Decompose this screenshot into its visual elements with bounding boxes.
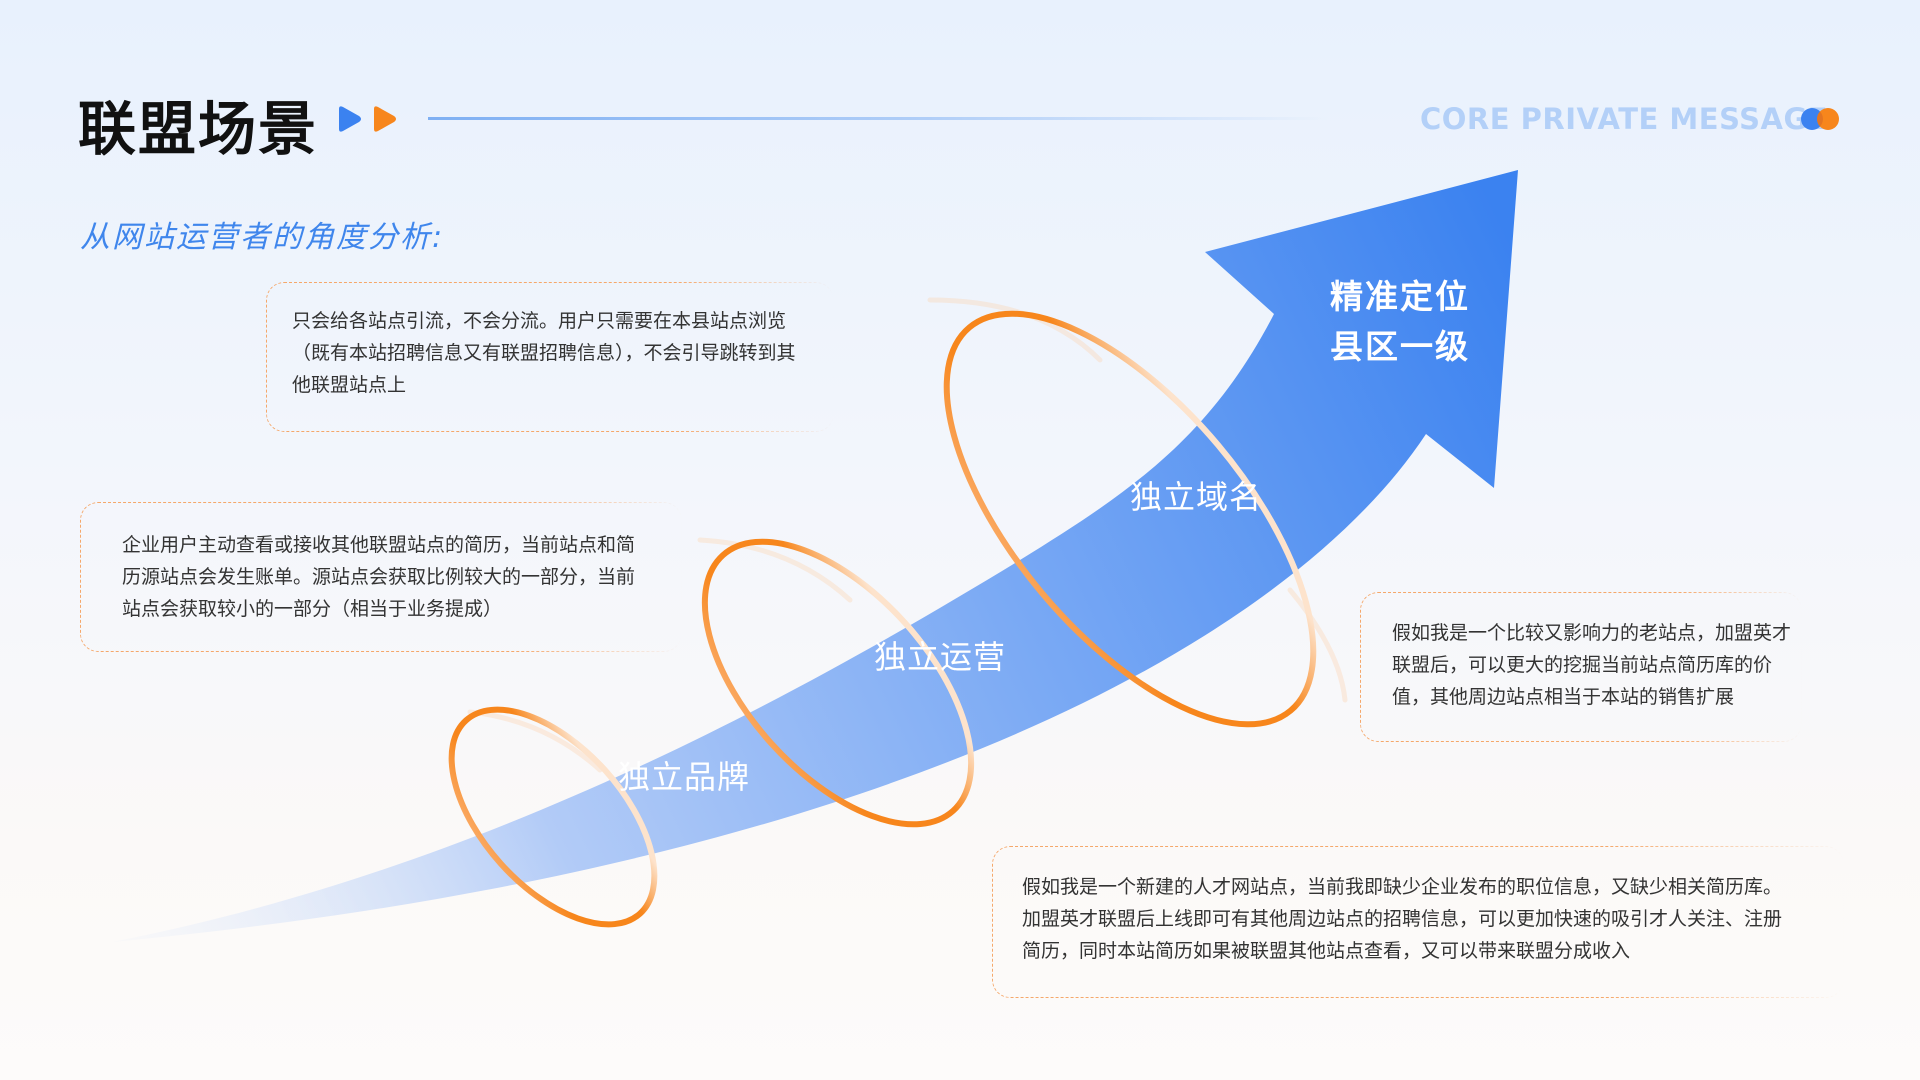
ring-brand bbox=[448, 706, 658, 928]
note-box-traffic bbox=[266, 282, 834, 432]
note-new-site-line-3: 简历，同时本站简历如果被联盟其他站点查看，又可以带来联盟分成收入 bbox=[1022, 940, 1631, 962]
note-old-site-line-3: 值，其他周边站点相当于本站的销售扩展 bbox=[1392, 686, 1735, 708]
stage-label-domain: 独立域名 bbox=[1130, 478, 1263, 516]
note-billing-line-1: 企业用户主动查看或接收其他联盟站点的简历，当前站点和简 bbox=[122, 534, 636, 556]
note-old-site-line-2: 联盟后，可以更大的挖掘当前站点简历库的价 bbox=[1392, 654, 1773, 676]
note-traffic-line-3: 他联盟站点上 bbox=[292, 374, 407, 396]
note-old-site-line-1: 假如我是一个比较又影响力的老站点，加盟英才 bbox=[1392, 622, 1792, 644]
stage-label-operation: 独立运营 bbox=[874, 638, 1007, 676]
note-box-new-site bbox=[992, 846, 1844, 998]
title-arrows-decoration bbox=[339, 106, 396, 132]
note-traffic-line-1: 只会给各站点引流，不会分流。用户只需要在本县站点浏览 bbox=[292, 310, 787, 332]
ring-operation bbox=[701, 538, 975, 828]
overlapping-circles-icon bbox=[1801, 108, 1839, 130]
note-new-site-line-1: 假如我是一个新建的人才网站点，当前我即缺少企业发布的职位信息，又缺少相关简历库。 bbox=[1022, 876, 1783, 898]
stage-label-brand: 独立品牌 bbox=[618, 758, 751, 796]
note-billing-line-2: 历源站点会发生账单。源站点会获取比例较大的一部分，当前 bbox=[122, 566, 636, 588]
orange-rings bbox=[448, 310, 1317, 928]
play-arrow-orange-icon bbox=[374, 106, 396, 132]
note-box-old-site bbox=[1360, 592, 1802, 742]
note-billing-line-3: 站点会获取较小的一部分（相当于业务提成） bbox=[122, 598, 503, 620]
note-box-billing bbox=[80, 502, 682, 652]
header-divider-line bbox=[428, 117, 1328, 120]
header-tagline: CORE PRIVATE MESSAGE bbox=[1420, 102, 1829, 136]
section-subtitle: 从网站运营者的角度分析: bbox=[80, 220, 445, 255]
goal-line-2: 县区一级 bbox=[1330, 327, 1470, 366]
goal-line-1: 精准定位 bbox=[1330, 277, 1470, 316]
ring-domain bbox=[943, 310, 1317, 728]
note-traffic-line-2: （既有本站招聘信息又有联盟招聘信息），不会引导跳转到其 bbox=[292, 342, 796, 364]
growth-arrow-shape bbox=[112, 170, 1518, 942]
note-new-site-line-2: 加盟英才联盟后上线即可有其他周边站点的招聘信息，可以更加快速的吸引才人关注、注册 bbox=[1022, 908, 1783, 930]
page-title: 联盟场景 bbox=[78, 95, 319, 163]
play-arrow-blue-icon bbox=[339, 106, 361, 132]
